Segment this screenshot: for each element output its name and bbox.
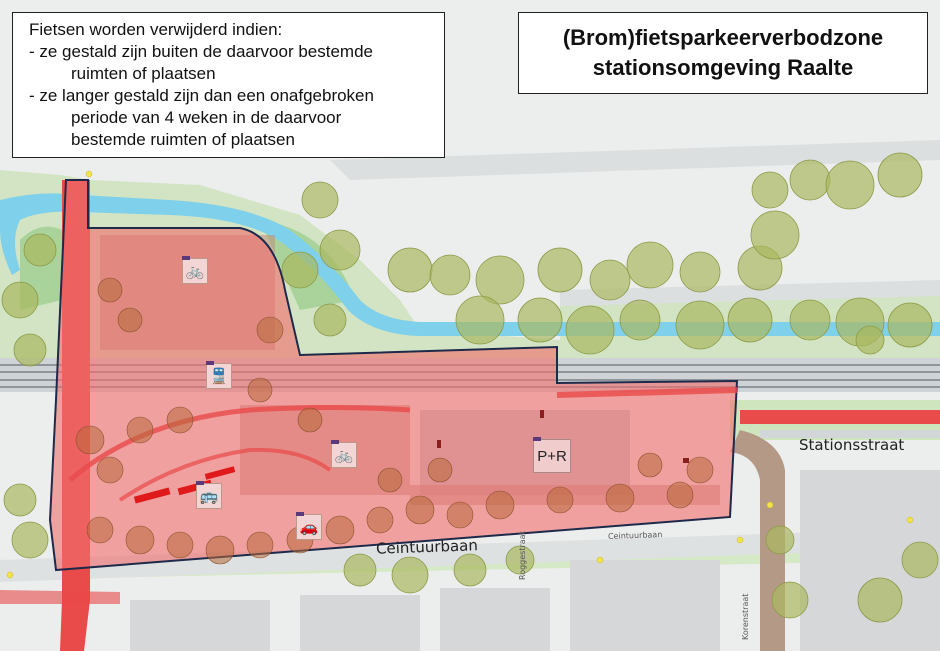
trees — [1, 152, 939, 623]
park-and-ride-label: P+R — [537, 447, 567, 465]
notice-heading: Fietsen worden verwijderd indien: — [29, 20, 283, 39]
street-label-korenstraat: Korenstraat — [741, 593, 750, 640]
notice-item-2-cont-2: bestemde ruimten of plaatsen — [71, 130, 295, 149]
train-icon[interactable]: 🚆 — [206, 361, 232, 389]
street-label-stationsstraat: Stationsstraat — [799, 436, 905, 454]
notice-item-2-cont-1: periode van 4 weken in de daarvoor — [71, 108, 342, 127]
street-label-ceintuurbaan-small: Ceintuurbaan — [607, 530, 663, 541]
removal-notice: Fietsen worden verwijderd indien: - ze g… — [12, 12, 445, 158]
bus-icon[interactable]: 🚌 — [196, 481, 222, 509]
map-title: (Brom)fietsparkeerverbodzone stationsomg… — [518, 12, 928, 94]
bicycle-parking-icon[interactable]: 🚲 — [331, 440, 357, 468]
notice-item-1-cont: ruimten of plaatsen — [71, 64, 216, 83]
park-and-ride-icon[interactable]: P+R — [533, 437, 571, 473]
street-label-roggestraat: Roggestraat — [518, 531, 527, 580]
notice-item-2: - ze langer gestald zijn dan een onafgeb… — [29, 86, 374, 105]
map-title-line-1: (Brom)fietsparkeerverbodzone — [562, 25, 884, 50]
notice-item-1: - ze gestald zijn buiten de daarvoor bes… — [29, 42, 373, 61]
bicycle-parking-icon[interactable]: 🚲 — [182, 256, 208, 284]
kiss-and-ride-icon[interactable]: 🚗 — [296, 512, 322, 540]
street-label-ceintuurbaan: Ceintuurbaan — [375, 536, 479, 558]
map-title-line-2: stationsomgeving Raalte — [592, 55, 854, 80]
